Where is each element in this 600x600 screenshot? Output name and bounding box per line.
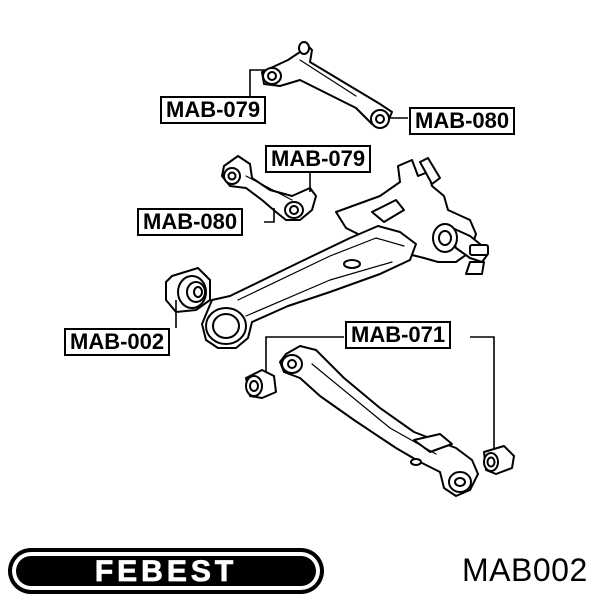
callout-mab-071: MAB-071 bbox=[345, 321, 452, 349]
leader-lines bbox=[175, 69, 495, 448]
callout-mab-079-mid: MAB-079 bbox=[265, 145, 372, 173]
febest-logo-text: FEBEST bbox=[95, 555, 237, 588]
upper-lateral-arm bbox=[261, 41, 393, 129]
callout-mab-080-mid: MAB-080 bbox=[137, 208, 244, 236]
callout-mab-002: MAB-002 bbox=[64, 328, 171, 356]
callout-mab-079-upper: MAB-079 bbox=[160, 96, 267, 124]
lower-lateral-arm bbox=[279, 345, 479, 497]
bushing-071-right bbox=[483, 445, 515, 475]
callout-mab-080-upper: MAB-080 bbox=[409, 107, 516, 135]
trailing-arm bbox=[201, 225, 417, 349]
bushing-002 bbox=[165, 267, 211, 313]
part-number: MAB002 bbox=[462, 552, 588, 588]
mid-lateral-arm bbox=[221, 155, 317, 221]
bushing-071-left bbox=[245, 369, 277, 399]
febest-logo: FEBEST bbox=[8, 548, 324, 594]
